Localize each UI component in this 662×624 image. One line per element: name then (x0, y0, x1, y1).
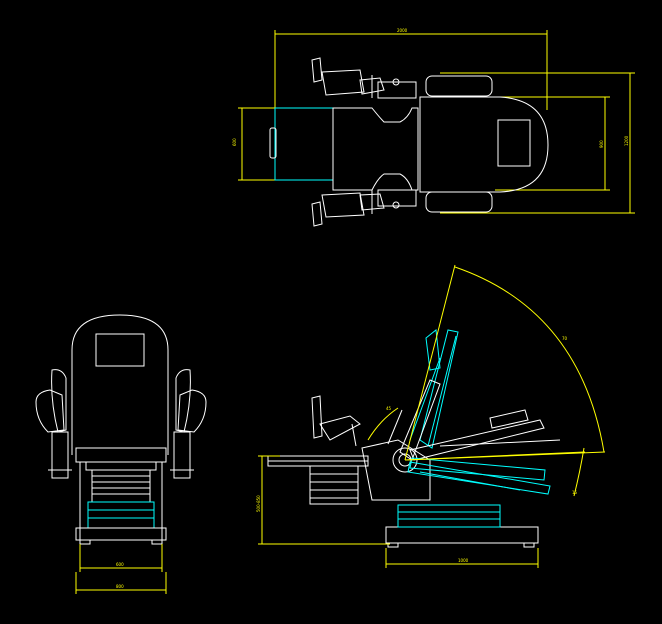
top-inner-height-dimension: 900 (495, 96, 610, 191)
top-leg-support-lower (311, 189, 417, 227)
side-tilt-angle-dimension: 15 (404, 447, 586, 497)
front-inner-width-label: 600 (116, 562, 124, 567)
top-inner-height-label: 900 (599, 140, 604, 148)
front-bellows (91, 469, 151, 503)
side-base-width-label: 1000 (458, 558, 469, 563)
top-left-height-dimension: 600 (232, 107, 275, 181)
top-width-label: 2000 (397, 28, 408, 33)
top-view: 2000 600 900 1200 (232, 28, 635, 227)
front-outer-width-label: 800 (116, 584, 124, 589)
tilt-angle-label: 15 (572, 490, 578, 495)
front-outer-width-dimension: 800 (75, 572, 167, 594)
side-flat-positions (407, 409, 561, 495)
top-left-height-label: 600 (232, 138, 237, 146)
side-view: 500-850 1000 70 15 45 (256, 264, 606, 568)
side-leg-angle-dimension: 45 (367, 406, 399, 441)
side-height-dimension: 500-850 (256, 455, 390, 545)
top-outer-height-label: 1200 (624, 135, 629, 146)
back-angle-label: 70 (562, 336, 568, 341)
side-backrest-upright (387, 379, 441, 461)
side-back-angle-dimension: 70 (404, 264, 606, 461)
top-width-dimension: 2000 (274, 28, 548, 120)
top-outer-height-dimension: 1200 (440, 72, 635, 214)
front-inner-width-dimension: 600 (79, 544, 163, 572)
side-bellows (309, 465, 359, 505)
top-leg-support-upper (311, 57, 417, 99)
leg-angle-label: 45 (386, 406, 392, 411)
side-height-label: 500-850 (256, 495, 261, 512)
front-view: 600 800 (35, 314, 207, 594)
side-base-width-dimension: 1000 (385, 548, 539, 568)
